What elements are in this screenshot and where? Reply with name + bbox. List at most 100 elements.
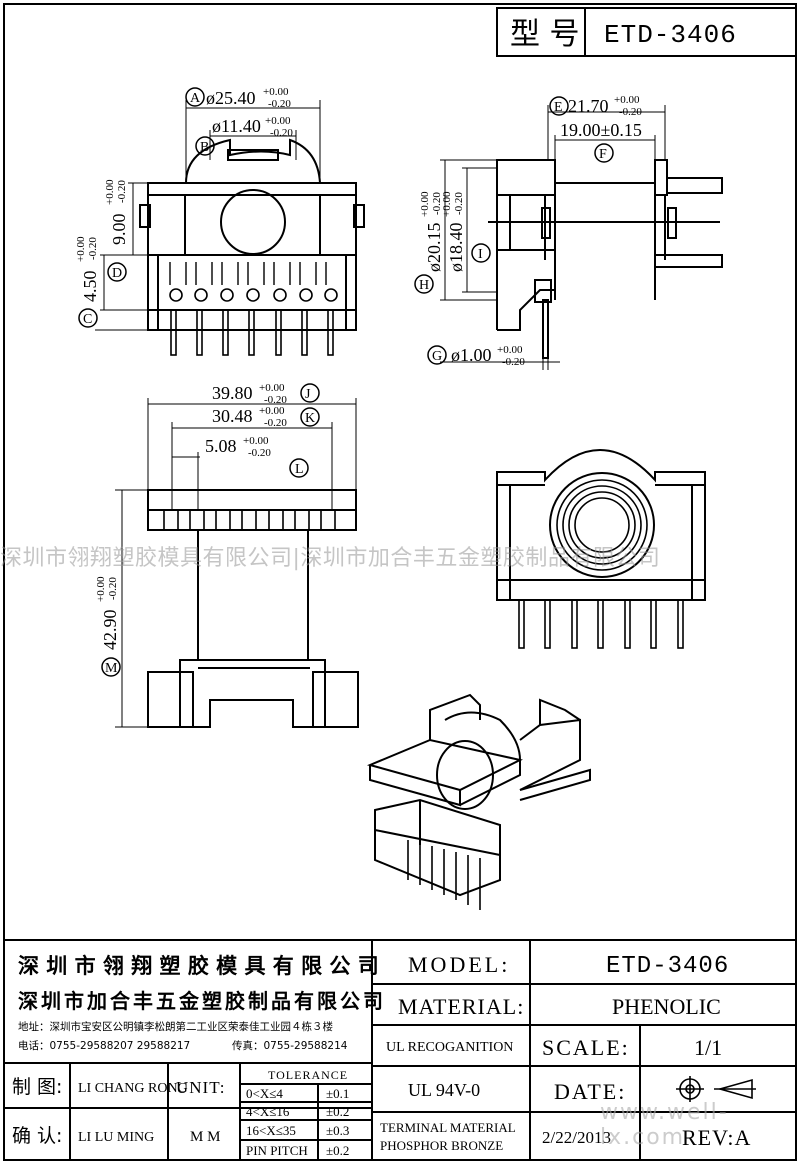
dim-A: A ø25.40 +0.00 -0.20 <box>185 86 291 110</box>
dim-A-letter: A <box>190 91 201 106</box>
drawn-label: 制 图: <box>12 1076 62 1098</box>
ul-label: UL RECOGANITION <box>386 1040 513 1055</box>
dim-J-letter: J <box>305 387 311 402</box>
scale-label: SCALE: <box>542 1035 630 1060</box>
date-value: 2/22/2013 <box>542 1128 611 1147</box>
dim-F-value: 19.00±0.15 <box>560 120 642 140</box>
terminal-label-1: TERMINAL MATERIAL <box>380 1120 516 1135</box>
dim-D-tol-down: -0.20 <box>87 237 99 260</box>
dim-E-letter: E <box>554 100 563 115</box>
company-name-1: 深 圳 市 翎 翔 塑 胶 模 具 有 限 公 司 <box>18 954 379 978</box>
dim-G-letter: G <box>432 349 442 364</box>
front-view <box>95 100 365 356</box>
company-phone: 电话：0755-29588207 29588217 <box>18 1039 190 1052</box>
dim-9-value: 9.00 <box>109 214 129 246</box>
dim-F-letter: F <box>599 147 607 162</box>
dim-A-value: ø25.40 <box>206 88 256 108</box>
terminal-label-2: PHOSPHOR BRONZE <box>380 1138 503 1153</box>
dim-B-tol-down: -0.20 <box>270 127 293 139</box>
dim-B-letter: B <box>200 140 209 155</box>
rev-label: REV:A <box>682 1125 751 1150</box>
dim-J-tol-down: -0.20 <box>264 394 287 406</box>
unit-label: UNIT: <box>176 1078 225 1097</box>
dim-C: C <box>78 308 98 328</box>
scale-value: 1/1 <box>694 1035 722 1060</box>
dim-I-tol-up: +0.00 <box>441 191 453 217</box>
end-view <box>496 449 706 649</box>
tolerance-title: TOLERANCE <box>268 1068 348 1082</box>
unit-value: M M <box>190 1129 220 1145</box>
dim-L-tol-down: -0.20 <box>248 447 271 459</box>
dim-L-tol-up: +0.00 <box>243 435 269 447</box>
dim-K: 30.48 +0.00 -0.20 K <box>212 405 320 429</box>
bottom-view <box>115 398 359 728</box>
dim-M-letter: M <box>105 661 118 676</box>
check-name: LI LU MING <box>78 1130 154 1145</box>
dim-L-value: 5.08 <box>205 436 237 456</box>
header-model-label: 型 号 <box>510 17 580 52</box>
dim-H-letter: H <box>419 278 429 293</box>
dim-H-tol-down: -0.20 <box>431 192 443 215</box>
tolerance-range-2: 4<X≤16 <box>246 1104 290 1119</box>
dim-B-value: ø11.40 <box>212 116 261 136</box>
tolerance-range-3: 16<X≤35 <box>246 1123 296 1138</box>
watermark-text: 深圳市翎翔塑胶模具有限公司|深圳市加合丰五金塑胶制品有限公司 <box>0 546 661 571</box>
dim-D-value: 4.50 <box>80 271 100 303</box>
material-value: PHENOLIC <box>612 994 721 1019</box>
dim-G-tol-down: -0.20 <box>502 356 525 368</box>
tolerance-value-4: ±0.2 <box>326 1143 349 1158</box>
tolerance-range-1: 0<X≤4 <box>246 1086 283 1101</box>
dim-9: 9.00 +0.00 -0.20 <box>104 179 129 245</box>
dim-H-value: ø20.15 <box>424 223 444 273</box>
dim-M: M 42.90 +0.00 -0.20 <box>95 576 121 677</box>
dim-G: G ø1.00 +0.00 -0.20 <box>427 344 525 368</box>
dim-J: 39.80 +0.00 -0.20 J <box>212 382 320 406</box>
dim-L-letter: L <box>295 462 304 477</box>
dim-M-tol-down: -0.20 <box>107 577 119 600</box>
tolerance-value-1: ±0.1 <box>326 1086 349 1101</box>
dim-K-tol-up: +0.00 <box>259 405 285 417</box>
model-label: MODEL: <box>408 952 510 977</box>
dim-E: E 21.70 +0.00 -0.20 <box>549 94 642 118</box>
isometric-view <box>366 693 591 910</box>
dim-D: D 4.50 +0.00 -0.20 <box>75 236 127 303</box>
date-label: DATE: <box>554 1079 626 1104</box>
dim-B-tol-up: +0.00 <box>265 115 291 127</box>
dim-J-value: 39.80 <box>212 383 253 403</box>
title-block <box>4 939 796 1160</box>
dim-E-value: 21.70 <box>568 96 609 116</box>
dim-H-tol-up: +0.00 <box>419 191 431 217</box>
dim-M-value: 42.90 <box>100 610 120 651</box>
header-box: 型 号 ETD-3406 <box>496 7 797 57</box>
check-label: 确 认: <box>12 1125 62 1147</box>
dim-J-tol-up: +0.00 <box>259 382 285 394</box>
dim-D-tol-up: +0.00 <box>75 236 87 262</box>
dim-I-letter: I <box>478 247 483 262</box>
dim-B: B ø11.40 +0.00 -0.20 <box>195 115 293 156</box>
tolerance-range-4: PIN PITCH <box>246 1143 308 1158</box>
ul-value: UL 94V-0 <box>408 1080 480 1100</box>
dim-I: I ø18.40 +0.00 -0.20 <box>441 191 491 273</box>
projection-symbol-icon <box>676 1076 756 1102</box>
dim-K-letter: K <box>305 411 315 426</box>
company-fax: 传真：0755-29588214 <box>232 1039 348 1052</box>
watermark-site: www.well-lx.com <box>600 1100 729 1150</box>
dim-L: 5.08 +0.00 -0.20 L <box>205 435 309 478</box>
dim-I-value: ø18.40 <box>446 223 466 273</box>
dim-M-tol-up: +0.00 <box>95 576 107 602</box>
dim-F: 19.00±0.15 F <box>560 120 642 163</box>
dim-H: H ø20.15 +0.00 -0.20 <box>414 191 444 294</box>
dim-G-tol-up: +0.00 <box>497 344 523 356</box>
dim-E-tol-down: -0.20 <box>619 106 642 118</box>
dim-A-tol-up: +0.00 <box>263 86 289 98</box>
drawn-name: LI CHANG RONG <box>78 1081 188 1096</box>
title-block-text: 深 圳 市 翎 翔 塑 胶 模 具 有 限 公 司 深圳市加合丰五金塑胶制品有限… <box>12 952 751 1158</box>
header-model-value: ETD-3406 <box>604 20 737 50</box>
tolerance-value-3: ±0.3 <box>326 1123 349 1138</box>
dim-E-tol-up: +0.00 <box>614 94 640 106</box>
dim-A-tol-down: -0.20 <box>268 98 291 110</box>
dim-C-letter: C <box>83 312 92 327</box>
dim-K-value: 30.48 <box>212 406 253 426</box>
company-name-2: 深圳市加合丰五金塑胶制品有限公司 <box>18 989 386 1013</box>
